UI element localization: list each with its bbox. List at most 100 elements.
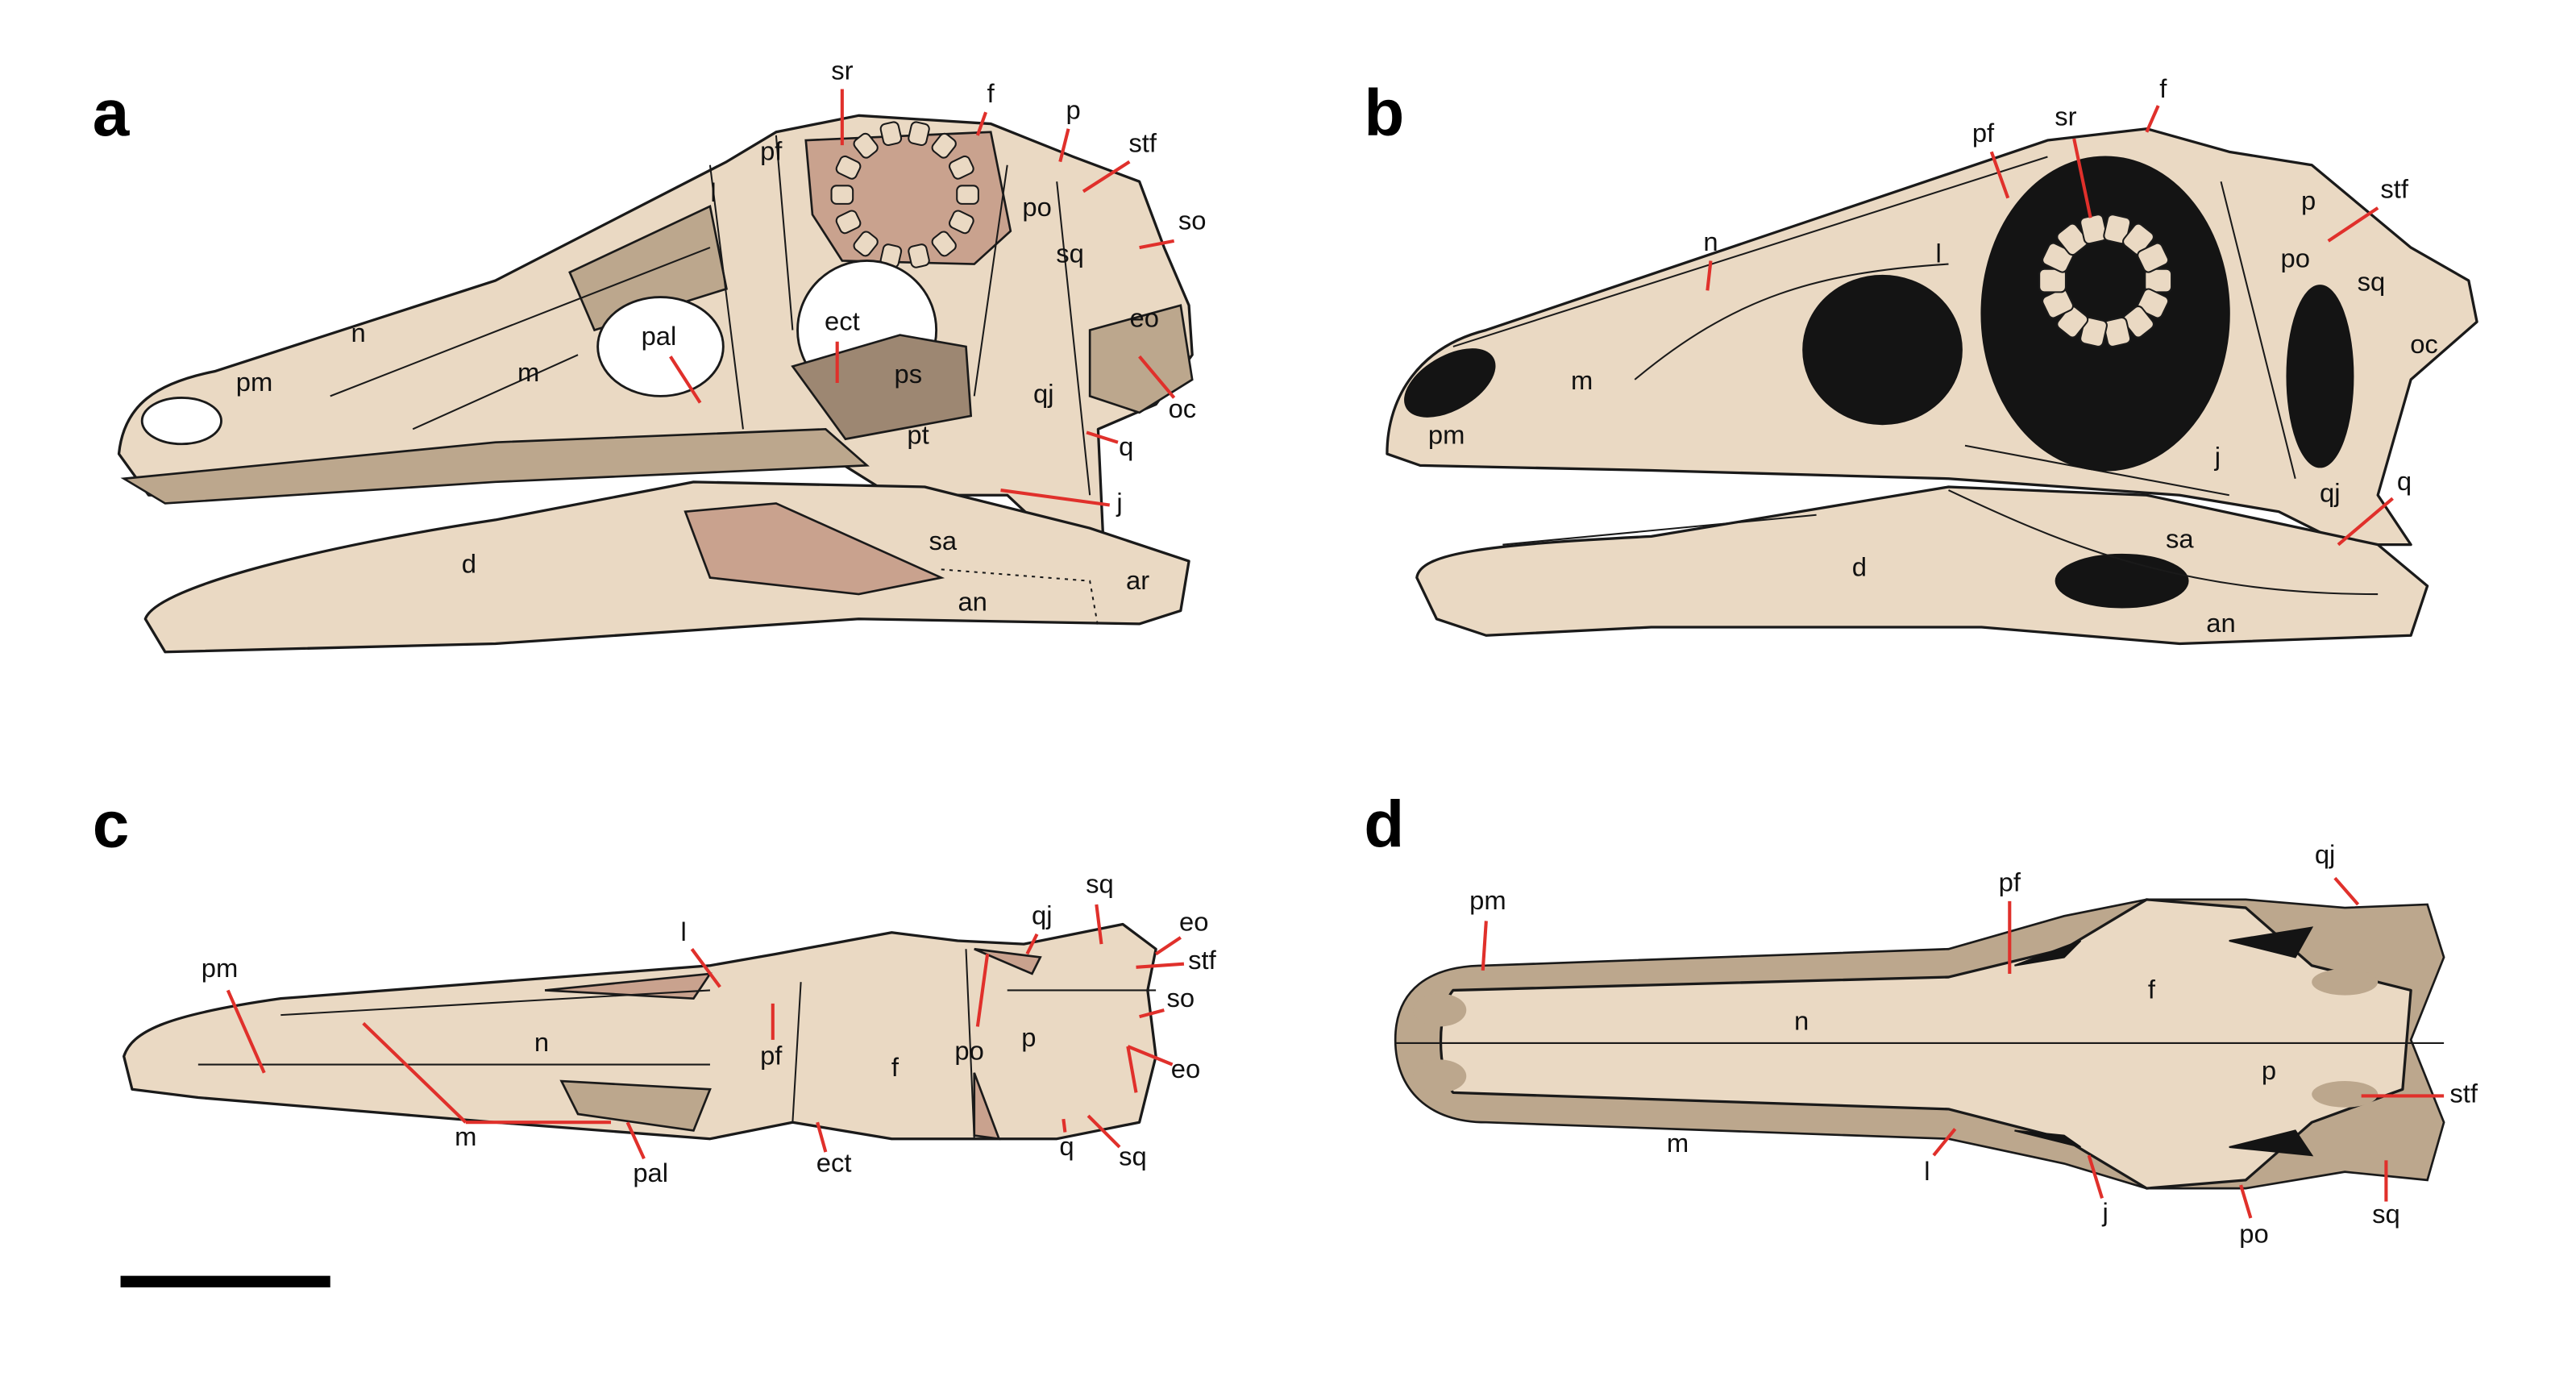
sclerotic-plate bbox=[2122, 222, 2154, 256]
bone-label-stf: stf bbox=[2380, 174, 2408, 204]
lateral-temporal-fenestra-b bbox=[2286, 285, 2354, 468]
sclerotic-plate bbox=[948, 155, 974, 180]
sclerotic-plate bbox=[2079, 214, 2108, 245]
bone-label-so: so bbox=[1178, 206, 1207, 235]
lower-jaw-b bbox=[1415, 485, 2429, 646]
sclerotic-plate bbox=[2103, 316, 2132, 347]
temporal-d-upper bbox=[2229, 926, 2314, 958]
antorbital-fenestra-b bbox=[1802, 274, 1963, 426]
orbit-b bbox=[1980, 156, 2230, 472]
sclerotic-plate bbox=[853, 231, 879, 257]
sclerotic-plate bbox=[2144, 268, 2173, 293]
bone-label-oc: oc bbox=[2410, 329, 2438, 359]
bone-label-qj: qj bbox=[1033, 379, 1054, 409]
naris-a bbox=[140, 396, 222, 446]
sclerotic-plate bbox=[2056, 306, 2089, 339]
bone-label-f: f bbox=[891, 1052, 900, 1082]
sclerotic-ring-b bbox=[2038, 214, 2173, 347]
tooth-row-a bbox=[120, 427, 870, 505]
orbit-d-lower bbox=[2014, 1129, 2081, 1148]
bone-label-q: q bbox=[1059, 1131, 1074, 1161]
jaw-sutures-b bbox=[1502, 489, 2379, 596]
sutures-b bbox=[1452, 156, 2296, 497]
bone-label-sq: sq bbox=[1119, 1141, 1147, 1171]
sclerotic-plate bbox=[2042, 242, 2075, 273]
leader-line bbox=[1025, 933, 1039, 955]
bone-label-po: po bbox=[954, 1035, 983, 1065]
leader-line bbox=[625, 1121, 646, 1160]
bone-label-j: j bbox=[1116, 488, 1122, 518]
bone-label-q: q bbox=[2397, 466, 2412, 496]
bone-label-so: so bbox=[1167, 983, 1195, 1013]
bone-label-sr: sr bbox=[831, 55, 853, 85]
panel-a-skull-lateral bbox=[117, 114, 1194, 654]
leader-line bbox=[2333, 876, 2360, 906]
bone-label-pm: pm bbox=[1469, 885, 1506, 915]
leader-line bbox=[1082, 160, 1131, 193]
bone-label-po: po bbox=[1022, 192, 1051, 222]
leader-line bbox=[1138, 355, 1176, 399]
bone-label-pm: pm bbox=[236, 367, 273, 397]
bone-label-n: n bbox=[534, 1027, 549, 1057]
leader-line bbox=[226, 989, 266, 1074]
bone-label-m: m bbox=[1571, 365, 1593, 395]
leader-line bbox=[1058, 128, 1070, 163]
sclerotic-plate bbox=[931, 132, 957, 159]
bone-label-qj: qj bbox=[1032, 900, 1053, 930]
temporal-d-lower bbox=[2229, 1129, 2314, 1157]
bone-label-d: d bbox=[462, 548, 476, 578]
panel-letter-d: d bbox=[1364, 788, 1404, 861]
bone-label-eo: eo bbox=[1130, 302, 1159, 332]
bone-label-po: po bbox=[2239, 1219, 2268, 1249]
skull-c bbox=[123, 922, 1157, 1141]
leader-line bbox=[1095, 904, 1103, 945]
bone-label-an: an bbox=[2206, 608, 2235, 638]
bone-label-d: d bbox=[1852, 552, 1867, 582]
bone-label-p: p bbox=[1066, 94, 1081, 124]
sclerotic-plate bbox=[830, 185, 854, 205]
leader-line bbox=[2239, 1184, 2253, 1219]
bone-label-q: q bbox=[1119, 431, 1133, 461]
bone-label-f: f bbox=[2159, 73, 2167, 103]
bone-label-f: f bbox=[987, 78, 995, 108]
bone-label-p: p bbox=[1021, 1022, 1036, 1052]
bone-label-qj: qj bbox=[2320, 477, 2341, 507]
leader-line bbox=[975, 111, 988, 136]
leader-line bbox=[2087, 1154, 2104, 1200]
sclerotic-plate bbox=[2038, 268, 2067, 293]
sclerotic-plate bbox=[2137, 288, 2170, 319]
bone-label-stf: stf bbox=[1128, 127, 1157, 157]
lower-jaw-a bbox=[143, 480, 1190, 654]
bone-label-pf: pf bbox=[1999, 867, 2021, 897]
panel-c-skull-dorsal bbox=[123, 922, 1157, 1141]
bone-label-j: j bbox=[2214, 441, 2221, 471]
leader-line bbox=[1932, 1128, 1957, 1157]
sclerotic-plate bbox=[2042, 288, 2075, 319]
bone-label-pf: pf bbox=[760, 136, 783, 166]
leader-line bbox=[2072, 138, 2092, 218]
sclerotic-plate bbox=[2103, 214, 2132, 245]
jaw-sutures-a bbox=[941, 568, 1099, 628]
stf-d-lower bbox=[2312, 1081, 2379, 1108]
leader-line bbox=[690, 948, 721, 988]
bone-label-sq: sq bbox=[2372, 1199, 2400, 1229]
stf-d-upper bbox=[2312, 968, 2379, 996]
sclerotic-plate bbox=[2079, 316, 2108, 347]
bone-label-eo: eo bbox=[1171, 1054, 1200, 1083]
bone-label-pm: pm bbox=[1428, 420, 1465, 450]
bone-label-eo: eo bbox=[1179, 907, 1208, 937]
sclerotic-plate bbox=[2137, 242, 2170, 273]
bone-label-m: m bbox=[517, 357, 539, 387]
sclerotic-plate bbox=[908, 121, 930, 147]
mandible-matrix-a bbox=[683, 502, 945, 596]
matrix-c3 bbox=[973, 1072, 1001, 1141]
leader-line bbox=[1086, 1114, 1121, 1149]
sclerotic-plate bbox=[931, 231, 957, 257]
bone-label-ect: ect bbox=[816, 1148, 852, 1178]
bone-label-stf: stf bbox=[1188, 945, 1216, 975]
leader-line bbox=[669, 356, 702, 404]
orbit-d-upper bbox=[2014, 940, 2082, 967]
matrix-c2 bbox=[974, 947, 1042, 975]
bone-label-pf: pf bbox=[760, 1041, 783, 1071]
leader-line bbox=[1086, 430, 1119, 444]
